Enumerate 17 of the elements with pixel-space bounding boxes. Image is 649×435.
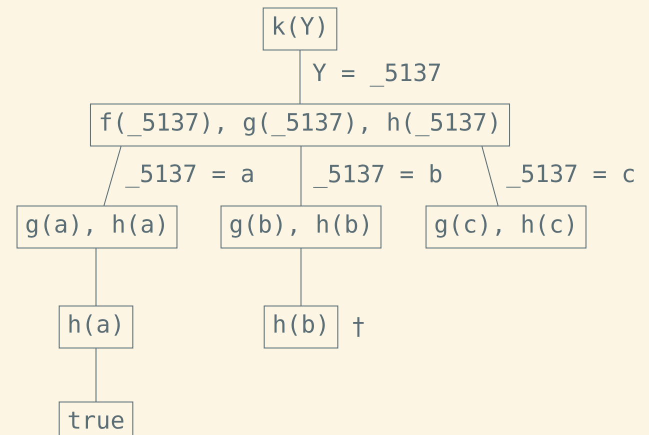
goal-box: true <box>58 402 134 435</box>
tree-branch <box>300 248 302 306</box>
goal-box: g(a), h(a) <box>16 206 178 248</box>
goal-box: g(c), h(c) <box>426 206 586 248</box>
edge-label: _5137 = b <box>313 164 442 188</box>
tree-branch <box>104 146 122 206</box>
goal-box: f(_5137), g(_5137), h(_5137) <box>90 104 510 146</box>
goal-box: g(b), h(b) <box>220 206 382 248</box>
edge-label: Y = _5137 <box>312 63 440 87</box>
goal-box: k(Y) <box>262 8 338 50</box>
goal-box: h(a) <box>58 306 134 348</box>
tree-branch <box>482 146 498 206</box>
tree-branch <box>300 146 302 206</box>
edge-label: _5137 = c <box>506 164 634 188</box>
edge-label: _5137 = a <box>125 164 253 188</box>
goal-box: h(b) <box>264 306 338 348</box>
dagger-mark: † <box>353 317 364 337</box>
